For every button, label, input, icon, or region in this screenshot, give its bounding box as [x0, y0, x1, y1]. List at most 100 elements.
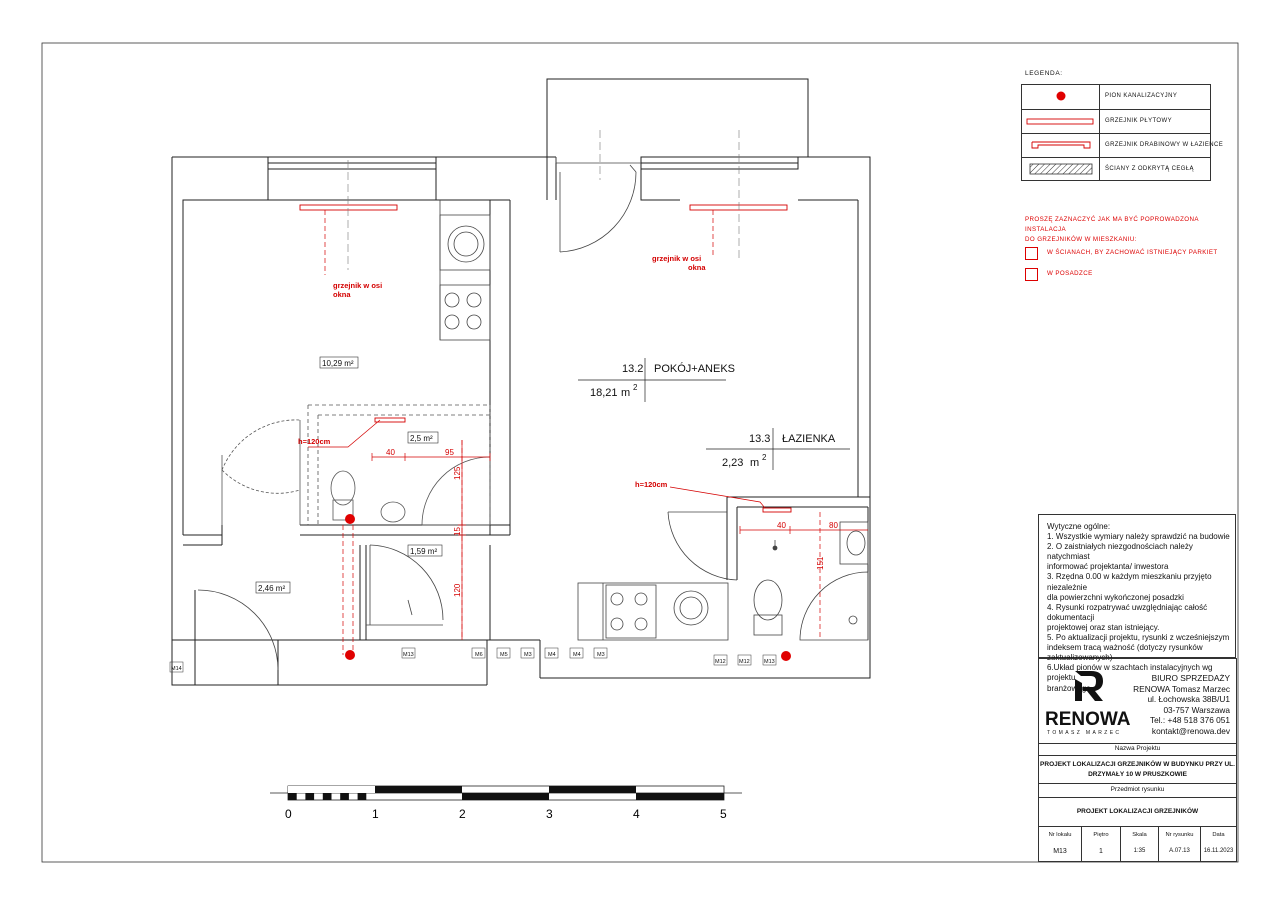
svg-text:grzejnik w osi: grzejnik w osi: [333, 281, 382, 290]
sewage-risers: [345, 514, 791, 661]
floor-checkbox[interactable]: [1025, 268, 1038, 281]
svg-text:h=120cm: h=120cm: [635, 480, 668, 489]
meter-tags: M14 M13 M6 M5 M3 M4 M4 M3 M12 M12 M13: [169, 647, 777, 673]
svg-text:M3: M3: [524, 652, 532, 658]
legend: PION KANALIZACYJNY GRZEJNIK PŁYTOWY GRZE…: [1021, 84, 1223, 181]
company-logo: RENOWA TOMASZ MARZEC: [1039, 659, 1149, 743]
red-annotations: grzejnik w osi okna grzejnik w osi okna …: [298, 254, 706, 489]
svg-text:40: 40: [777, 521, 786, 530]
bathroom-fixtures: [667, 511, 869, 641]
svg-text:120: 120: [453, 583, 462, 597]
legend-row-panel-radiator: GRZEJNIK PŁYTOWY: [1022, 109, 1210, 133]
svg-text:M14: M14: [171, 666, 182, 672]
svg-text:10,29 m²: 10,29 m²: [322, 359, 354, 368]
cell-scale: Skala 1:35: [1120, 827, 1158, 862]
svg-text:M12: M12: [739, 659, 750, 665]
legend-label: GRZEJNIK PŁYTOWY: [1105, 118, 1172, 124]
legend-row-riser: PION KANALIZACYJNY: [1022, 85, 1210, 109]
scale-label: 5: [720, 807, 727, 821]
svg-text:2: 2: [762, 453, 767, 462]
legend-row-ladder-radiator: GRZEJNIK DRABINOWY W ŁAZIENCE: [1022, 133, 1223, 157]
svg-text:40: 40: [386, 448, 395, 457]
title-block-cells: Nr lokalu M13 Piętro 1 Skala 1:35 Nr rys…: [1039, 827, 1236, 862]
sheet-frame: [41, 42, 1239, 863]
svg-text:M13: M13: [764, 659, 775, 665]
svg-text:M4: M4: [573, 652, 581, 658]
svg-text:m: m: [750, 457, 759, 469]
project-name-label: Nazwa Projektu: [1114, 745, 1161, 752]
scale-label: 1: [372, 807, 379, 821]
hall-door: [197, 544, 444, 671]
panel-radiator-icon: [1026, 118, 1094, 125]
scale-label: 4: [633, 807, 640, 821]
scale-bar: 0 1 2 3 4 5: [270, 785, 742, 821]
svg-text:125: 125: [453, 466, 462, 480]
svg-text:18,21: 18,21: [590, 387, 618, 399]
svg-text:POKÓJ+ANEKS: POKÓJ+ANEKS: [654, 362, 735, 375]
drawing-subject-label: Przedmiot rysunku: [1110, 786, 1165, 793]
svg-text:ŁAZIENKA: ŁAZIENKA: [782, 433, 836, 445]
svg-text:grzejnik w osi: grzejnik w osi: [652, 254, 701, 263]
radiators: [299, 204, 792, 513]
legend-title: LEGENDA:: [1025, 70, 1063, 77]
svg-text:13.2: 13.2: [622, 363, 643, 375]
svg-text:M13: M13: [403, 652, 414, 658]
scale-label: 3: [546, 807, 553, 821]
room-labels: 13.2 POKÓJ+ANEKS 18,21 m 2 13.3 ŁAZIENKA…: [255, 356, 850, 594]
riser-dot: [345, 514, 355, 524]
walls: [171, 78, 871, 686]
installation-note: PROSZĘ ZAZNACZYĆ JAK MA BYĆ POPROWADZONA…: [1025, 216, 1199, 243]
svg-text:2: 2: [633, 383, 638, 392]
cell-unit-number: Nr lokalu M13: [1048, 832, 1072, 855]
svg-text:h=120cm: h=120cm: [298, 437, 331, 446]
red-dot-icon: [1056, 91, 1066, 101]
kitchen-left: [439, 200, 491, 341]
svg-text:1,59 m²: 1,59 m²: [410, 547, 437, 556]
legend-label: GRZEJNIK DRABINOWY W ŁAZIENCE: [1105, 142, 1224, 148]
title-block: RENOWA TOMASZ MARZEC BIURO SPRZEDAŻY REN…: [1038, 658, 1237, 862]
company-address: BIURO SPRZEDAŻY RENOWA Tomasz Marzec ul.…: [1133, 673, 1230, 736]
svg-text:RENOWA: RENOWA: [1045, 709, 1131, 730]
svg-text:2,46 m²: 2,46 m²: [258, 584, 285, 593]
walls-checkbox[interactable]: [1025, 247, 1038, 260]
scale-label: 2: [459, 807, 466, 821]
svg-text:95: 95: [445, 448, 454, 457]
drawing-subject: PROJEKT LOKALIZACJI GRZEJNIKÓW: [1076, 808, 1199, 815]
svg-text:15: 15: [453, 527, 462, 536]
svg-text:151: 151: [816, 556, 825, 570]
hatched-wall-icon: [1029, 163, 1093, 175]
svg-text:80: 80: [829, 521, 838, 530]
ladder-radiator-icon: [1031, 141, 1091, 149]
renowa-logo-icon: RENOWA TOMASZ MARZEC: [1045, 671, 1131, 736]
svg-text:TOMASZ MARZEC: TOMASZ MARZEC: [1047, 730, 1121, 736]
dimension-labels: 40 95 125 15 120 40 80 151: [386, 448, 838, 597]
legend-label: PION KANALIZACYJNY: [1105, 93, 1178, 99]
dimension-lines: [308, 419, 868, 640]
cell-floor: Piętro 1: [1081, 827, 1120, 862]
legend-label: ŚCIANY Z ODKRYTĄ CEGŁĄ: [1105, 166, 1194, 172]
small-bathroom: [221, 404, 491, 526]
svg-text:13.3: 13.3: [749, 433, 770, 445]
svg-text:okna: okna: [688, 263, 706, 272]
general-guidelines: Wytyczne ogólne: 1. Wszystkie wymiary na…: [1038, 514, 1236, 693]
axes-gray: [347, 130, 740, 270]
cell-drawing-number: Nr rysunku A.07.13: [1158, 827, 1200, 862]
svg-text:M3: M3: [597, 652, 605, 658]
riser-dot: [345, 650, 355, 660]
project-name: PROJEKT LOKALIZACJI GRZEJNIKÓW W BUDYNKU…: [1040, 761, 1235, 778]
balcony-door: [555, 157, 641, 253]
svg-text:M4: M4: [548, 652, 556, 658]
cell-date: Data 16.11.2023: [1200, 827, 1236, 862]
svg-text:M5: M5: [500, 652, 508, 658]
svg-text:m: m: [621, 387, 630, 399]
svg-text:M6: M6: [475, 652, 483, 658]
legend-row-brick-wall: ŚCIANY Z ODKRYTĄ CEGŁĄ: [1022, 157, 1210, 181]
riser-dot: [781, 651, 791, 661]
scale-label: 0: [285, 807, 292, 821]
svg-text:okna: okna: [333, 290, 351, 299]
svg-text:2,5 m²: 2,5 m²: [410, 434, 433, 443]
kitchen-bottom: [577, 582, 729, 641]
svg-text:2,23: 2,23: [722, 457, 743, 469]
